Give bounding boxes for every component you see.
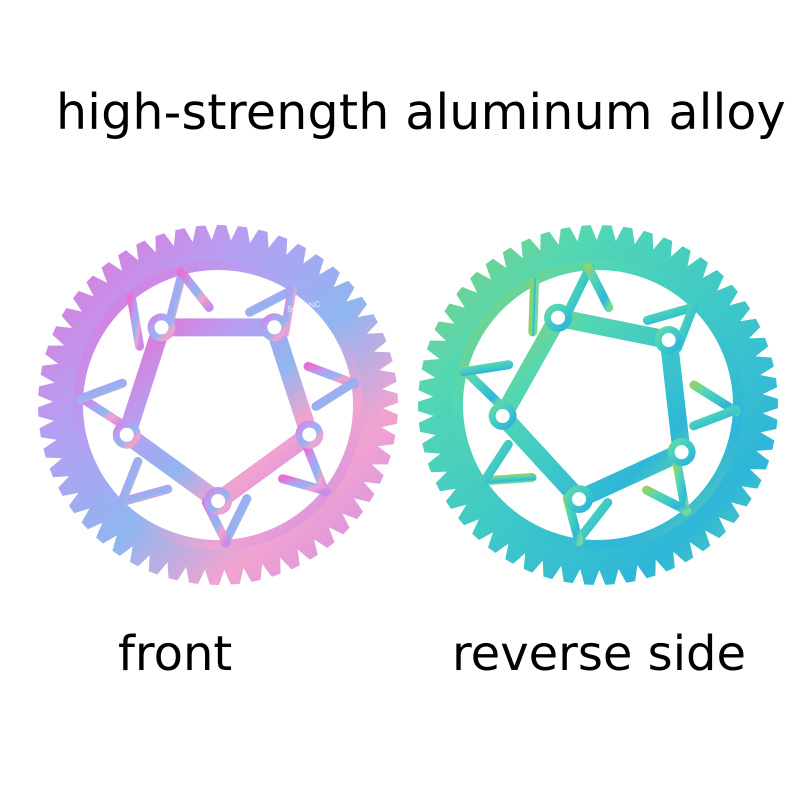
chainring-spoke — [672, 458, 691, 517]
chainring-spoke — [479, 439, 513, 487]
chainring-spoke — [478, 473, 537, 486]
chainring-hub — [117, 318, 319, 510]
chainring-hub — [493, 308, 691, 509]
bolt-hole — [154, 320, 169, 335]
bolt-hole — [267, 320, 282, 335]
bolt-hole — [495, 409, 510, 424]
chainring-spoke — [583, 262, 614, 313]
chainring-spoke — [459, 360, 514, 377]
bolt-hole — [674, 445, 689, 460]
chainring-spoke — [75, 392, 127, 429]
chainring-spoke — [115, 484, 173, 507]
bolt-hole — [211, 493, 226, 508]
chainring-inner-band — [453, 260, 743, 550]
caption-front: front — [118, 626, 233, 682]
chainring-inner-band — [73, 260, 363, 550]
headline-text: high-strength aluminum alloy — [56, 84, 786, 141]
chainring-spoke — [689, 380, 741, 416]
front-chainring — [38, 225, 398, 585]
bolt-hole — [551, 310, 566, 325]
chainring-spoke — [75, 378, 127, 404]
bolt-hole — [572, 492, 587, 507]
chainring-spoke — [278, 474, 331, 496]
chainring-spoke — [642, 302, 700, 325]
chainring-spoke — [165, 267, 188, 324]
chainring-spoke — [459, 365, 505, 410]
chainring-spoke — [303, 361, 359, 389]
chainring-spoke — [642, 485, 692, 516]
bolt-hole — [119, 427, 134, 442]
caption-reverse: reverse side — [452, 626, 747, 682]
reverse-chainring — [418, 225, 778, 585]
chainring-spoke — [528, 277, 540, 337]
chainring-spoke — [311, 377, 359, 411]
chainring-spoke — [572, 498, 613, 546]
chainring-spoke — [245, 284, 298, 317]
chainring-spoke — [176, 267, 214, 312]
bolt-hole — [661, 333, 676, 348]
bolt-hole — [302, 427, 317, 442]
chainring-spoke — [126, 293, 145, 351]
chainring-spoke — [689, 405, 741, 431]
chainring-spoke — [116, 456, 143, 508]
chainring-spoke — [220, 494, 252, 548]
chainring-spoke — [563, 262, 595, 317]
chainring-spoke — [302, 441, 330, 497]
